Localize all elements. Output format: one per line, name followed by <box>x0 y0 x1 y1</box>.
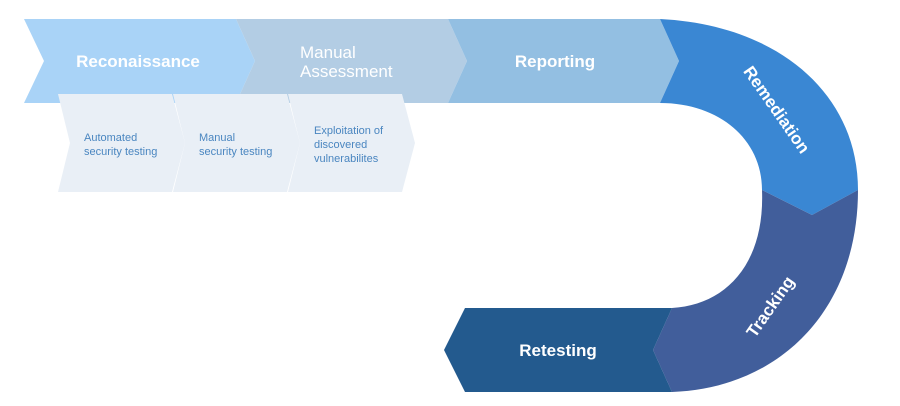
substep-automated-line1: Automated <box>84 132 137 144</box>
tracking-segment <box>653 190 858 392</box>
substep-manual-chevron <box>173 94 300 192</box>
manual-assessment-label-line1: Manual <box>300 43 356 62</box>
substep-exploitation-line1: Exploitation of <box>314 125 384 137</box>
reconnaissance-chevron <box>24 19 255 103</box>
substep-automated-chevron <box>58 94 185 192</box>
substep-exploitation-chevron <box>288 94 415 192</box>
retesting-chevron <box>444 308 672 392</box>
manual-assessment-chevron <box>236 19 467 103</box>
substep-manual-line2: security testing <box>199 146 272 158</box>
substep-exploitation-line3: vulnerabilites <box>314 153 379 165</box>
substep-manual-line1: Manual <box>199 132 235 144</box>
retesting-label: Retesting <box>519 341 596 360</box>
reporting-chevron <box>448 19 679 103</box>
reporting-label: Reporting <box>515 52 595 71</box>
substep-exploitation-line2: discovered <box>314 139 367 151</box>
remediation-segment <box>660 19 858 215</box>
reconnaissance-label: Reconaissance <box>76 52 200 71</box>
manual-assessment-label-line2: Assessment <box>300 62 393 81</box>
substep-automated-line2: security testing <box>84 146 157 158</box>
